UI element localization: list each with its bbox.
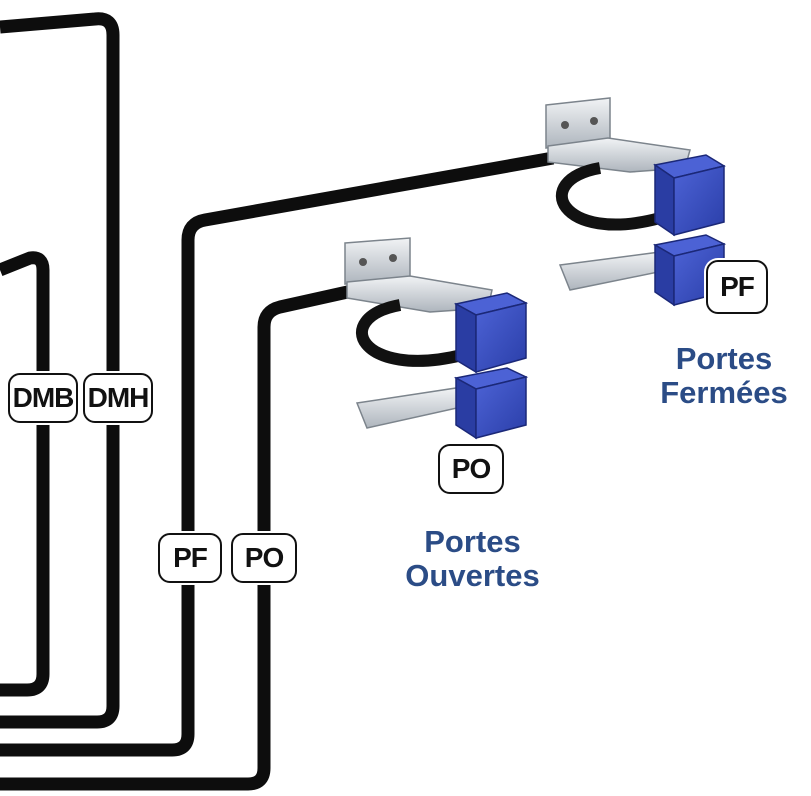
sensor-front-face xyxy=(654,163,675,237)
sensor-cable xyxy=(555,162,662,231)
label-dmh: DMH xyxy=(83,373,153,423)
bracket-hole xyxy=(590,117,598,125)
bracket-hole xyxy=(561,121,569,129)
label-po-wire: PO xyxy=(231,533,297,583)
caption-portes-ouvertes: Portes Ouvertes xyxy=(385,525,560,593)
magnet-side-face xyxy=(475,376,527,439)
caption-line: Portes xyxy=(424,524,521,559)
caption-line: Portes xyxy=(675,341,773,376)
sensor-side-face xyxy=(673,165,725,236)
bracket-hole xyxy=(359,258,367,266)
bracket-hole xyxy=(389,254,397,262)
magnet-front-face xyxy=(654,243,675,307)
label-pf-wire: PF xyxy=(158,533,222,583)
caption-line: Fermées xyxy=(660,375,788,410)
bracket-lower-arm xyxy=(558,251,670,291)
magnetic-contact-icon xyxy=(344,237,529,440)
caption-portes-fermees: Portes Fermées xyxy=(640,342,808,410)
bracket-lower-arm xyxy=(355,387,468,429)
sensor-cable xyxy=(356,299,464,367)
wire-dmb xyxy=(0,251,50,697)
label-po-sensor: PO xyxy=(438,444,504,494)
wire-dmh xyxy=(0,12,120,729)
label-pf-sensor: PF xyxy=(706,260,768,314)
sensor-side-face xyxy=(475,302,527,373)
caption-line: Ouvertes xyxy=(405,558,540,593)
magnetic-contact-icon xyxy=(545,97,727,307)
wire-pf xyxy=(0,151,555,757)
magnet-front-face xyxy=(455,376,477,440)
sensor-front-face xyxy=(455,302,477,374)
label-dmb: DMB xyxy=(8,373,78,423)
